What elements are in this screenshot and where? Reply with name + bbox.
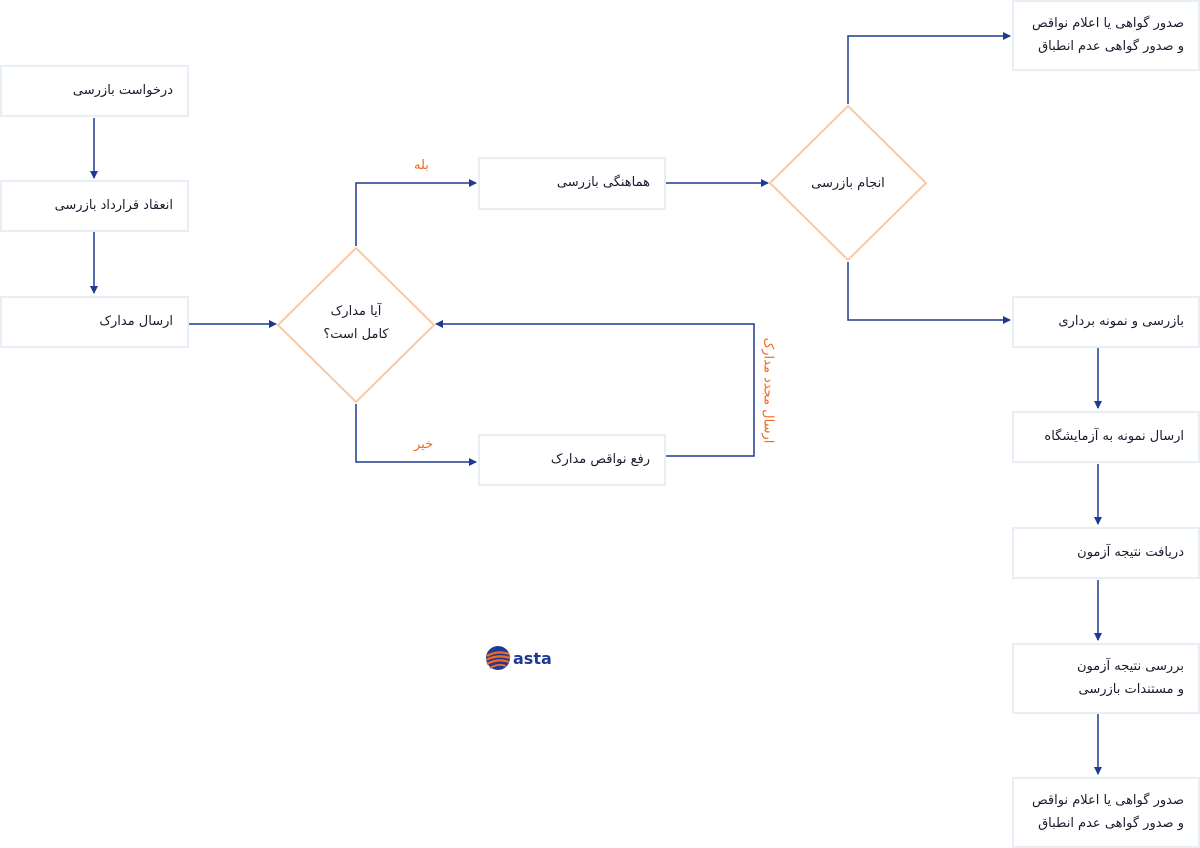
step-send-docs: ارسال مدارک <box>0 296 189 348</box>
decision-diamond-docs <box>276 246 436 404</box>
decision-docs-complete: آیا مدارک کامل است؟ <box>323 304 389 343</box>
step-coordination: هماهنگی بازرسی <box>478 157 666 210</box>
arrow-yes-to-coordination <box>355 179 477 246</box>
step-review-result: بررسی نتیجه آزمون و مستندات بازرسی <box>1012 643 1200 714</box>
step-sampling: بازرسی و نمونه برداری <box>1012 296 1200 348</box>
asta-logo: asta <box>484 644 552 672</box>
edge-label-no: خیر <box>414 437 434 452</box>
arrow-resend-loop <box>435 320 755 457</box>
arrow-no-to-fix <box>355 404 477 466</box>
decision-perform-inspection: انجام بازرسی <box>811 176 885 191</box>
step-issue-certificate-bottom: صدور گواهی یا اعلام نواقص و صدور گواهی ع… <box>1012 777 1200 848</box>
step-send-to-lab: ارسال نمونه به آزمایشگاه <box>1012 411 1200 463</box>
arrow-perform-to-issue-top <box>847 32 1011 104</box>
asta-logo-icon <box>485 646 511 670</box>
step-receive-result: دریافت نتیجه آزمون <box>1012 527 1200 579</box>
edge-label-resend: ارسال مجدد مدارک <box>760 337 776 444</box>
decision-diamond-perform <box>768 104 928 262</box>
edge-label-yes: بله <box>414 158 429 173</box>
step-request: درخواست بازرسی <box>0 65 189 117</box>
step-contract: انعقاد قرارداد بازرسی <box>0 180 189 232</box>
asta-logo-text: asta <box>513 648 552 668</box>
step-fix-docs: رفع نواقص مدارک <box>478 434 666 486</box>
step-issue-certificate-top: صدور گواهی یا اعلام نواقص و صدور گواهی ع… <box>1012 0 1200 71</box>
arrow-perform-to-sampling <box>847 262 1011 324</box>
